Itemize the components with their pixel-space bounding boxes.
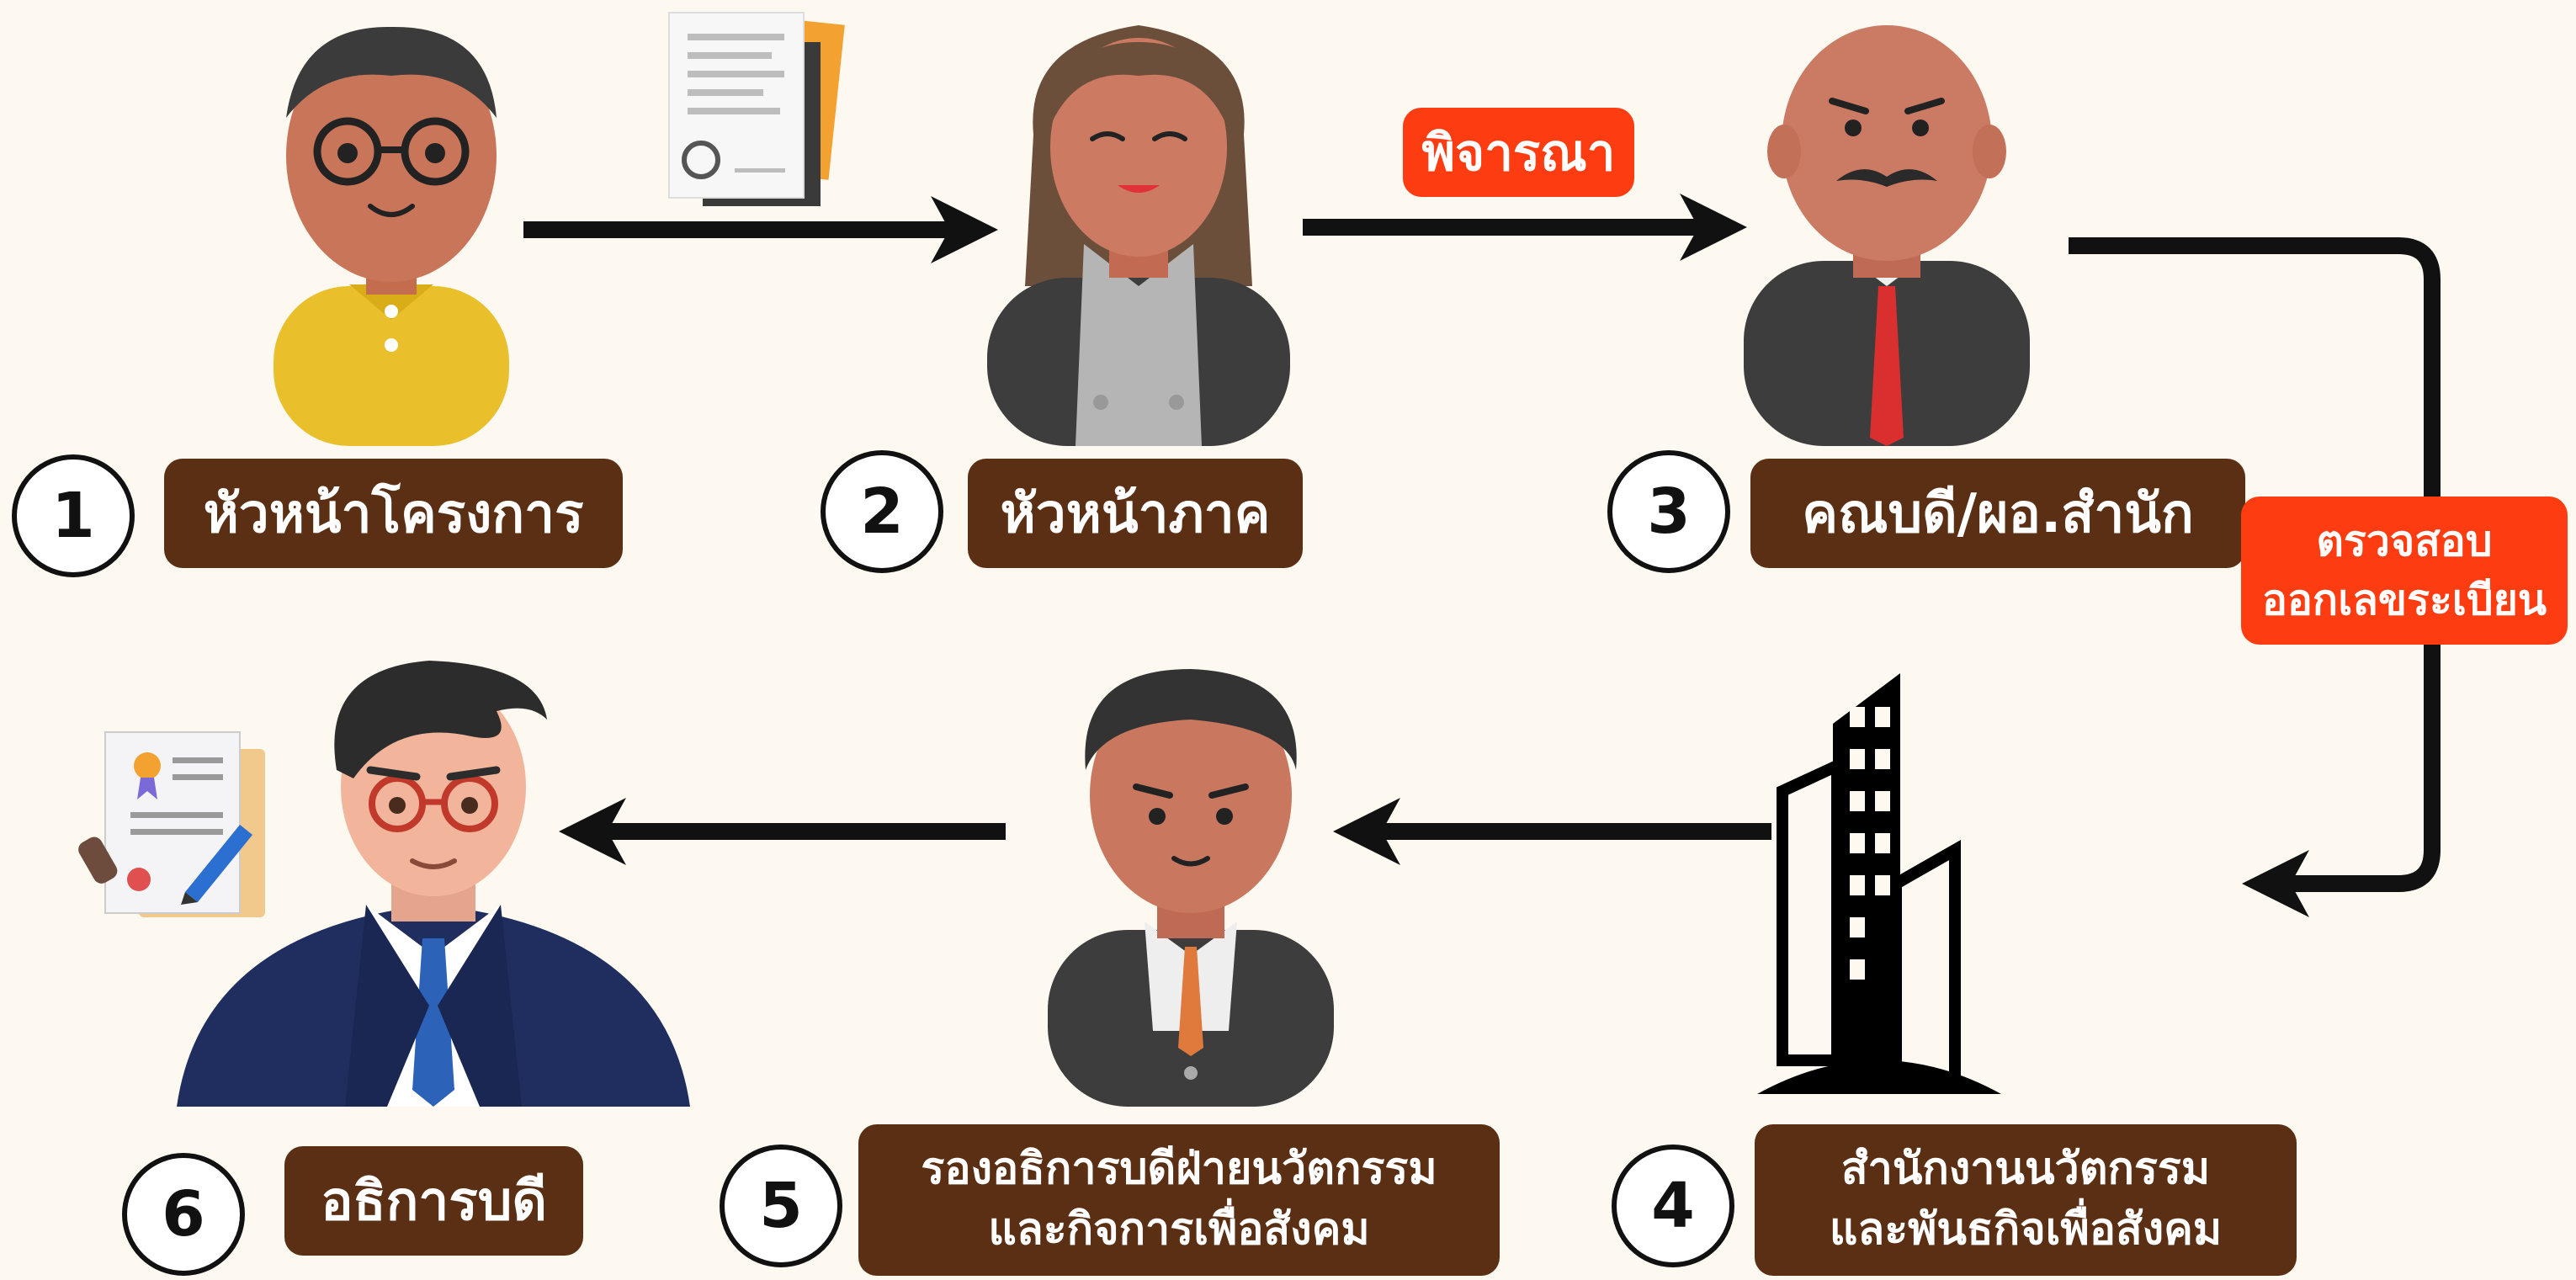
- step-5-label-line2: และกิจการเพื่อสังคม: [988, 1204, 1370, 1255]
- check-register-tag-line2: ออกเลขระเบียน: [2261, 576, 2547, 624]
- step-6-number: 6: [122, 1153, 245, 1276]
- step-4-number: 4: [1612, 1145, 1734, 1267]
- step-3-label: คณบดี/ผอ.สำนัก: [1750, 459, 2245, 568]
- check-register-tag: ตรวจสอบ ออกเลขระเบียน: [2241, 497, 2568, 645]
- president-avatar-icon: [177, 661, 690, 1107]
- office-building-icon: [1757, 673, 2001, 1094]
- documents-icon: [668, 12, 845, 206]
- step-4-label-line1: สำนักงานนวัตกรรม: [1840, 1144, 2211, 1195]
- step-1-number: 1: [12, 454, 135, 577]
- step-1-label: หัวหน้าโครงการ: [164, 459, 623, 568]
- step-5-number: 5: [720, 1145, 842, 1267]
- consider-tag: พิจารณา: [1403, 108, 1634, 197]
- step-3-number: 3: [1607, 450, 1730, 573]
- step-6-label: อธิการบดี: [284, 1146, 583, 1256]
- check-register-tag-line1: ตรวจสอบ: [2316, 517, 2493, 566]
- step-5-label: รองอธิการบดีฝ่ายนวัตกรรม และกิจการเพื่อส…: [858, 1124, 1500, 1276]
- step-5-label-line1: รองอธิการบดีฝ่ายนวัตกรรม: [921, 1144, 1437, 1195]
- step-2-number: 2: [821, 450, 943, 573]
- step-4-label: สำนักงานนวัตกรรม และพันธกิจเพื่อสังคม: [1755, 1124, 2297, 1276]
- step-2-label: หัวหน้าภาค: [968, 459, 1303, 568]
- department-head-avatar-icon: [987, 25, 1290, 446]
- vice-president-avatar-icon: [1048, 669, 1334, 1107]
- project-lead-avatar-icon: [274, 26, 509, 446]
- dean-avatar-icon: [1744, 25, 2030, 446]
- step-4-label-line2: และพันธกิจเพื่อสังคม: [1829, 1204, 2223, 1255]
- certificate-icon: [78, 731, 265, 917]
